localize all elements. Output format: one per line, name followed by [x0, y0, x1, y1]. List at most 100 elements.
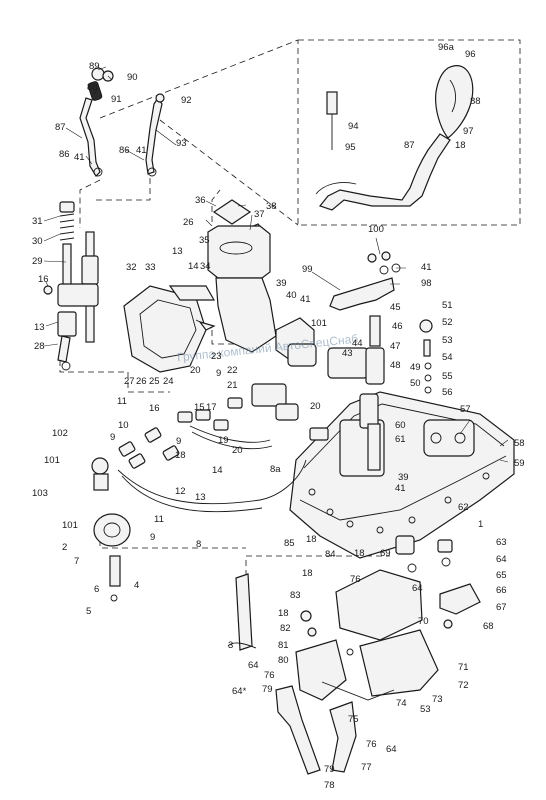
rod-collar [81, 255, 99, 285]
callout-72: 72 [458, 680, 469, 691]
callout-87: 87 [55, 122, 66, 133]
cap-31 [59, 201, 75, 213]
callout-82: 82 [280, 623, 291, 634]
callout-12: 12 [175, 486, 186, 497]
fitting-12 [162, 445, 180, 461]
callout-79: 79 [262, 684, 273, 695]
callout-2: 2 [62, 542, 67, 553]
valve-body [275, 403, 299, 421]
callout-47: 47 [390, 341, 401, 352]
callout-101: 101 [311, 318, 327, 329]
callout-30: 30 [32, 236, 43, 247]
spring-30 [59, 213, 75, 241]
fitting-17 [195, 409, 211, 421]
callout-21: 21 [227, 380, 238, 391]
fitting-9 [118, 441, 136, 457]
callout-18d: 18 [354, 548, 365, 559]
shaft-3 [227, 573, 257, 651]
callout-37: 37 [254, 209, 265, 220]
callout-103: 103 [32, 488, 48, 499]
callout-16b: 16 [149, 403, 160, 414]
callout-31: 31 [32, 216, 43, 227]
callout-26: 26 [183, 217, 194, 228]
fitting-19 [213, 419, 229, 431]
right-switches [395, 535, 453, 573]
callout-97: 97 [463, 126, 474, 137]
arrow [198, 320, 216, 331]
callout-34: 34 [200, 261, 211, 272]
callout-8: 8 [196, 539, 201, 550]
switch-62 [395, 535, 415, 555]
callout-32: 32 [126, 262, 137, 273]
callout-57: 57 [460, 404, 471, 415]
callout-11b: 11 [154, 514, 164, 525]
cylinder-47 [365, 347, 385, 385]
callout-64c: 64 [248, 660, 259, 671]
callout-93: 93 [176, 138, 187, 149]
callout-76c: 76 [366, 739, 377, 750]
lever-rod-87 [79, 97, 101, 177]
callout-78: 78 [324, 780, 335, 791]
top-cover-boot [207, 199, 277, 353]
callout-39b: 39 [398, 472, 409, 483]
callout-55: 55 [442, 371, 453, 382]
bolt-83 [300, 610, 312, 622]
inset-bracket-95 [315, 182, 357, 195]
sensor-63 [437, 539, 453, 553]
bolt-16 [43, 285, 53, 295]
callout-20c: 20 [232, 445, 243, 456]
callout-26b: 26 [136, 376, 147, 387]
rod-lever-28 [57, 335, 71, 363]
cap-36 [212, 199, 252, 225]
lever-grip-88 [87, 81, 103, 101]
solenoid-valve [91, 457, 131, 602]
callout-15: 15 [194, 402, 205, 413]
callout-9d: 9 [150, 532, 155, 543]
callout-17: 17 [206, 402, 217, 413]
callout-66: 66 [496, 585, 507, 596]
callout-20b: 20 [310, 401, 321, 412]
gearbox-cover-housing [289, 391, 515, 559]
inset-knob [435, 65, 474, 139]
bracket-plate-99 [329, 277, 395, 311]
callout-65: 65 [496, 570, 507, 581]
callout-20: 20 [190, 365, 201, 376]
callout-6: 6 [94, 584, 99, 595]
callout-8a: 8а [270, 464, 281, 475]
callout-18b: 18 [175, 450, 186, 461]
callout-40: 40 [286, 290, 297, 301]
callout-79b: 79 [324, 764, 335, 775]
callout-95: 95 [345, 142, 356, 153]
hose-8 [117, 459, 307, 505]
fitting-11 [144, 427, 162, 443]
callout-54: 54 [442, 352, 453, 363]
callout-83: 83 [290, 590, 301, 601]
callout-102: 102 [52, 428, 68, 439]
callout-38: 38 [266, 201, 277, 212]
callout-27: 27 [124, 376, 135, 387]
gasket-plate [123, 285, 216, 373]
fork-block-80 [295, 639, 347, 701]
callout-13b: 13 [172, 246, 183, 257]
callout-87b: 87 [404, 140, 415, 151]
callout-13: 13 [34, 322, 45, 333]
callout-28: 28 [34, 341, 45, 352]
housing-35 [207, 225, 271, 279]
cover-rim [303, 403, 505, 469]
callout-1: 1 [478, 519, 483, 530]
callout-74: 74 [396, 698, 407, 709]
callout-49: 49 [410, 362, 421, 373]
callout-3: 3 [228, 640, 233, 651]
shift-rod-stack [43, 201, 99, 371]
callout-100: 100 [368, 224, 384, 235]
lever-cap-92 [155, 93, 165, 103]
callout-63: 63 [496, 537, 507, 548]
callout-64: 64 [496, 554, 507, 565]
callout-25: 25 [149, 376, 160, 387]
callout-22: 22 [227, 365, 238, 376]
callout-16: 16 [38, 274, 49, 285]
bolt-51 [419, 319, 433, 333]
callout-46: 46 [392, 321, 403, 332]
coil-2 [93, 513, 131, 547]
